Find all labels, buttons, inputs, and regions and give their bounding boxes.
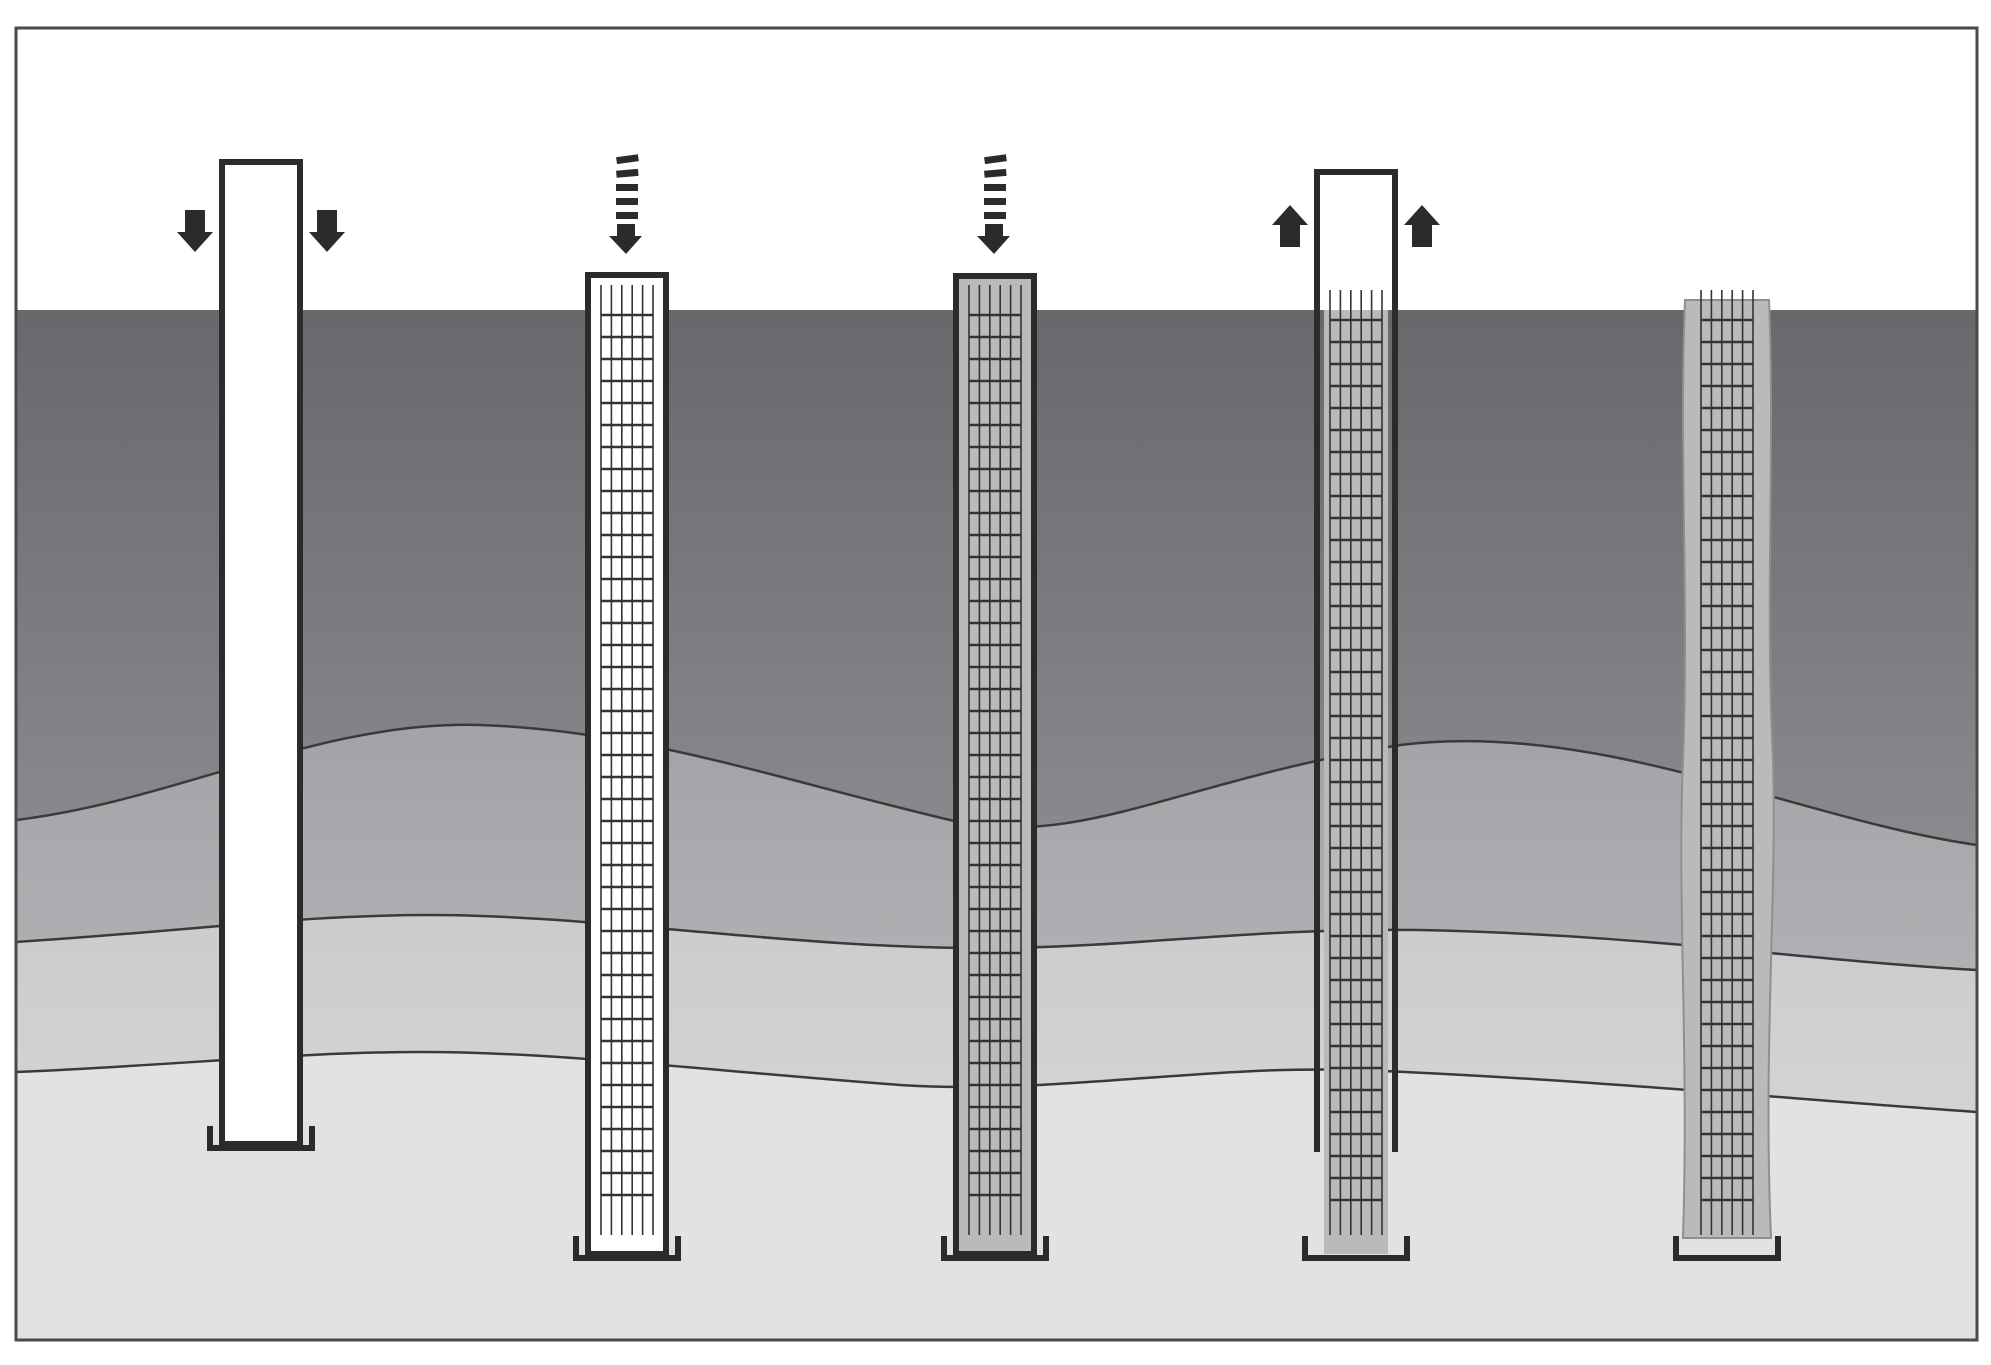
arrow-dash <box>616 198 638 205</box>
down-arrow-left <box>177 210 213 252</box>
steel-casing <box>219 159 303 1147</box>
arrow-dash <box>616 168 639 178</box>
diagram-frame <box>14 26 1979 1342</box>
stage-finished-pile <box>1673 290 1781 1261</box>
down-arrow-right <box>309 210 345 252</box>
arrow-dash <box>984 212 1006 219</box>
up-arrow-right <box>1404 205 1440 247</box>
arrow-dash <box>616 184 638 191</box>
up-arrow-left <box>1272 205 1308 247</box>
casing-shoe <box>573 1236 681 1261</box>
arrow-dash <box>616 212 638 219</box>
arrow-dash <box>984 198 1006 205</box>
push-down-arrow <box>977 154 1010 254</box>
stage-drive-casing <box>177 159 345 1151</box>
rebar-cage <box>1700 290 1754 1235</box>
arrow-dash <box>984 184 1006 191</box>
pile-base <box>1302 1236 1410 1261</box>
soil-boundary-3 <box>16 1050 1977 1114</box>
arrow-head <box>609 224 642 254</box>
casing-shoe <box>207 1126 315 1151</box>
arrow-dash <box>616 154 639 165</box>
stage-pour-concrete <box>941 154 1049 1261</box>
casing-shoe <box>941 1236 1049 1261</box>
rebar-cage <box>968 285 1022 1235</box>
concrete-pile <box>1680 299 1775 1239</box>
soil-boundary-1 <box>16 723 1977 847</box>
steel-casing-withdrawn <box>1314 169 1398 1152</box>
arrow-dash <box>984 154 1007 165</box>
stage-withdraw-casing <box>1272 169 1440 1261</box>
rebar-cage <box>1329 290 1383 1235</box>
push-down-arrow <box>609 154 642 254</box>
stage-insert-rebar <box>573 154 681 1261</box>
rebar-cage <box>600 285 654 1235</box>
pile-base <box>1673 1236 1781 1261</box>
arrow-dash <box>984 168 1007 178</box>
arrow-head <box>977 224 1010 254</box>
